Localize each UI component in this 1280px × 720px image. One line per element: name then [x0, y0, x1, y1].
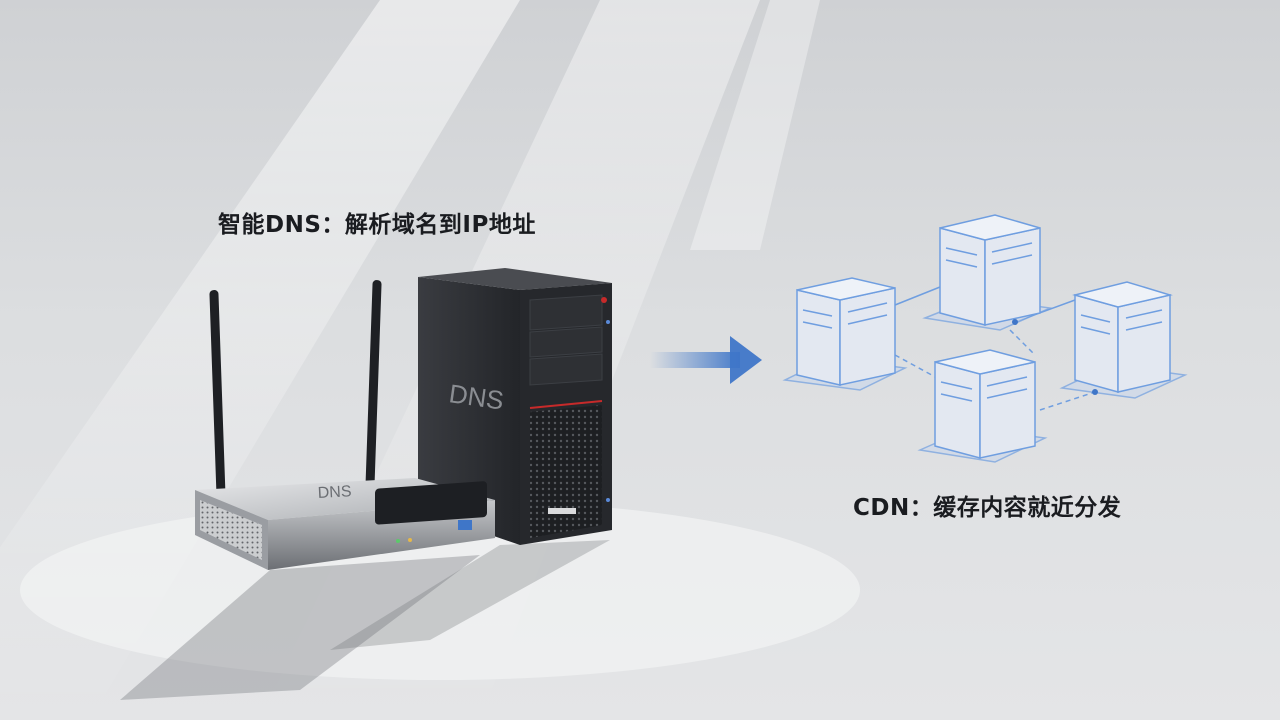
cdn-server-4 — [917, 349, 1048, 463]
dns-caption: 智能DNS：解析域名到IP地址 — [218, 212, 536, 238]
router-shadow — [120, 555, 480, 700]
router-antennas — [209, 280, 382, 500]
dns-router: DNS — [195, 478, 495, 570]
dns-tower-server: DNS — [418, 268, 612, 545]
cdn-caption: CDN：缓存内容就近分发 — [853, 495, 1122, 521]
cdn-server-3 — [1059, 281, 1188, 399]
cdn-server-2 — [922, 214, 1053, 331]
router-dns-label: DNS — [317, 483, 352, 502]
cdn-server-nodes — [782, 214, 1188, 463]
flow-arrow — [650, 336, 762, 384]
tower-shadow — [330, 540, 610, 650]
cdn-server-1 — [782, 277, 908, 391]
